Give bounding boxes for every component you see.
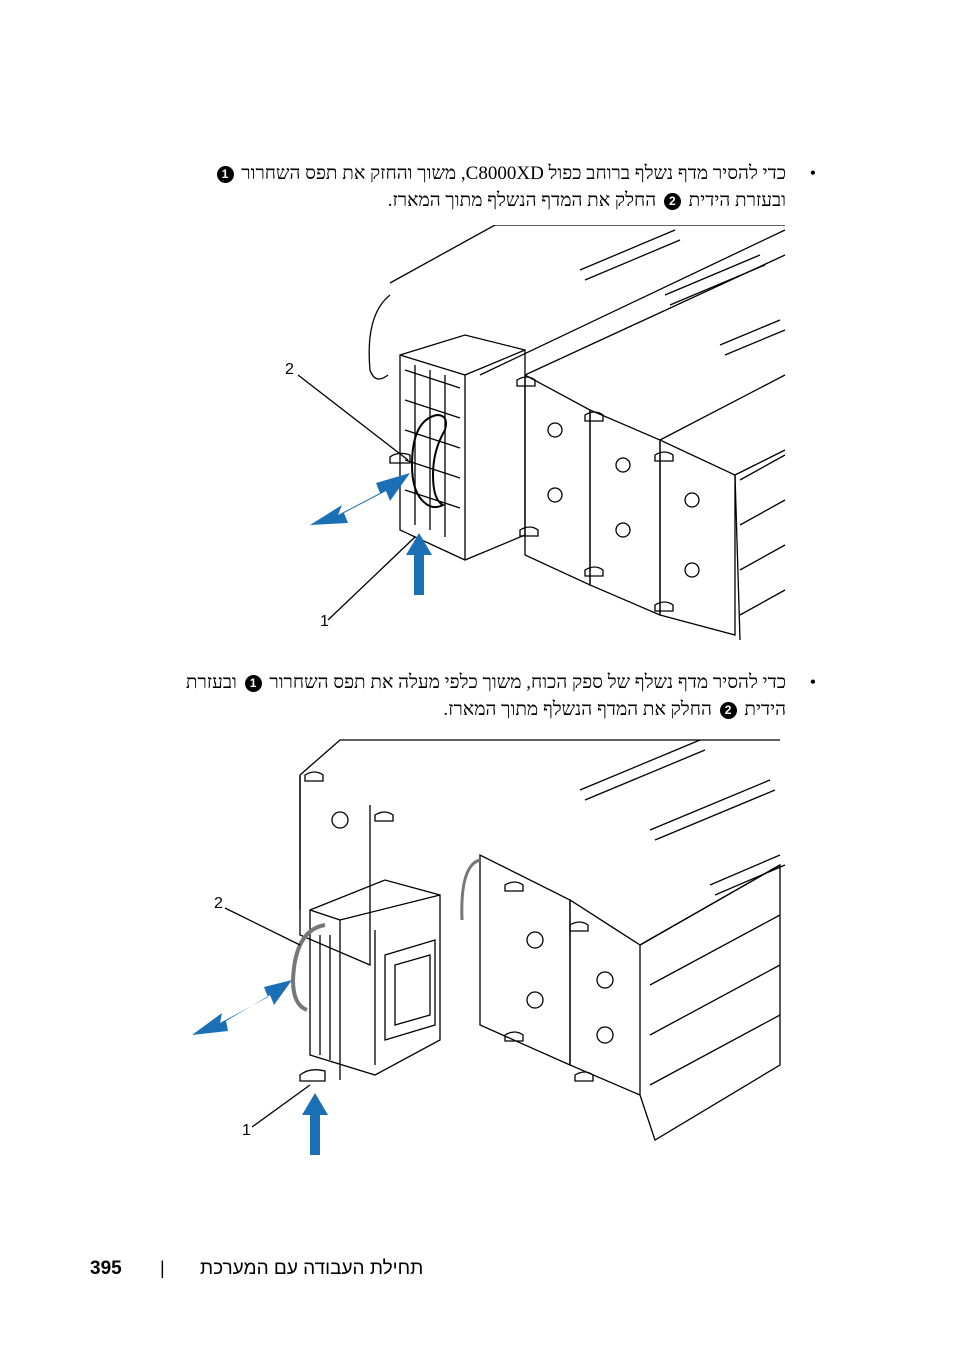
footer-separator: | <box>160 1258 165 1278</box>
chassis-drawing-1 <box>297 224 786 641</box>
callout-number-2-icon: 2 <box>719 702 737 719</box>
callout-number-1-icon: 1 <box>244 675 262 692</box>
instruction-2-line-2: הידית 2 החלק את המדף הנשלף מתוך המארז. <box>66 696 786 723</box>
instruction-2-line-1: כדי להסיר מדף נשלף של ספק הכוח, משוך כלפ… <box>66 669 786 696</box>
instruction-text: החלק את המדף הנשלף מתוך המארז. <box>443 699 712 720</box>
instruction-1-line-2: ובעזרת הידית 2 החלק את המדף הנשלף מתוך ה… <box>66 187 786 214</box>
callout-number-1-icon: 1 <box>216 166 234 183</box>
callout-1-label: 1 <box>242 1122 251 1139</box>
bullet-dot: • <box>809 163 816 183</box>
bullet-dot: • <box>809 672 816 692</box>
instruction-text: החלק את המדף הנשלף מתוך המארז. <box>387 190 657 211</box>
instruction-text: הידית <box>744 699 786 720</box>
instruction-text: ובעזרת הידית <box>688 190 786 211</box>
instruction-1-line-1: כדי להסיר מדף נשלף ברוחב כפול C8000XD, מ… <box>66 160 786 187</box>
chassis-drawing-2 <box>192 739 786 1155</box>
instruction-text: ובעזרת <box>185 672 237 693</box>
instruction-1: • כדי להסיר מדף נשלף ברוחב כפול C8000XD,… <box>66 160 816 214</box>
callout-2-label: 2 <box>214 895 223 912</box>
chapter-title: תחילת העבודה עם המערכת <box>200 1258 424 1279</box>
sled-removal-illustration: 2 1 <box>280 224 800 645</box>
instruction-2: • כדי להסיר מדף נשלף של ספק הכוח, משוך כ… <box>66 669 816 723</box>
psu-sled-removal-illustration: 2 1 <box>180 735 790 1160</box>
page-footer: 395 | תחילת העבודה עם המערכת <box>0 1258 954 1288</box>
callout-2-label: 2 <box>285 361 294 378</box>
callout-1-label: 1 <box>320 613 329 630</box>
page-number: 395 <box>90 1258 122 1279</box>
instruction-text: כדי להסיר מדף נשלף של ספק הכוח, משוך כלפ… <box>269 672 786 693</box>
instruction-text: כדי להסיר מדף נשלף ברוחב כפול C8000XD, מ… <box>241 163 786 184</box>
callout-number-2-icon: 2 <box>663 193 681 210</box>
